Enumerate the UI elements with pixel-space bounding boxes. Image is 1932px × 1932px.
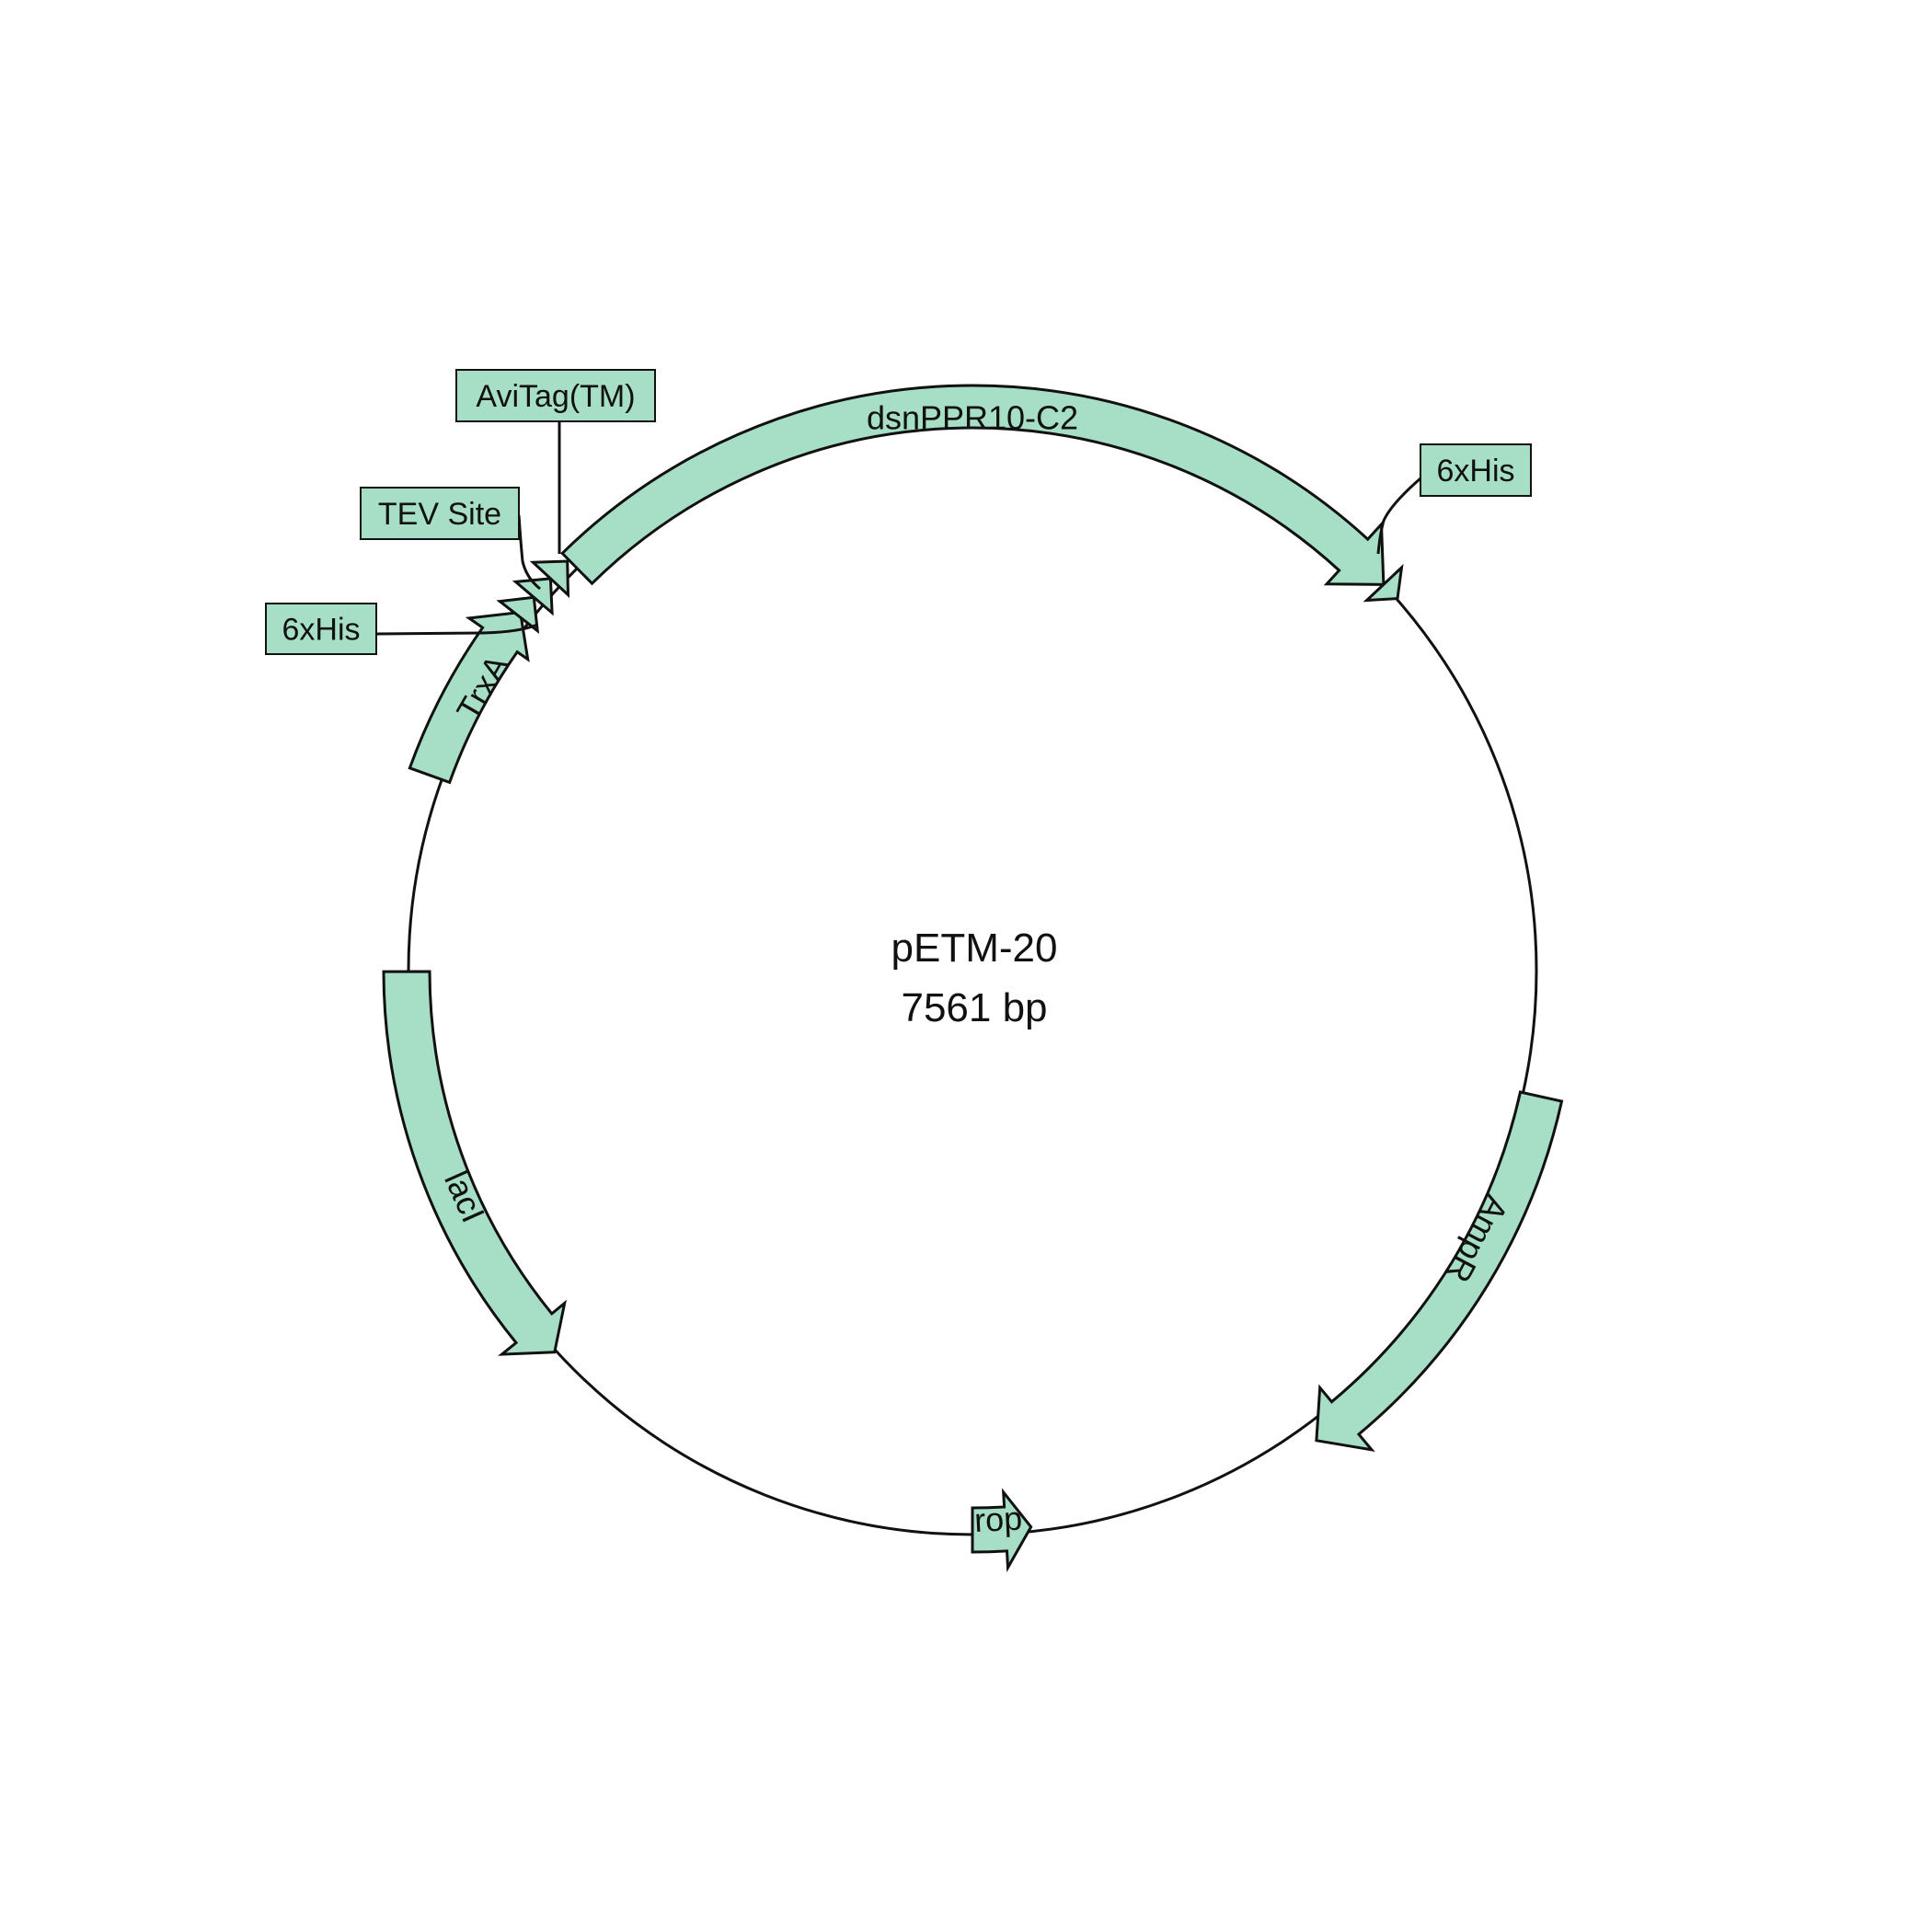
feature-trxa: TrxA — [408, 610, 530, 785]
feature-arrow-his-left — [496, 595, 540, 634]
feature-laci: lacI — [382, 970, 568, 1356]
label-text-his-right: 6xHis — [1436, 454, 1514, 489]
feature-ampr: AmpR — [1315, 1090, 1564, 1453]
feature-dsnppr10: dsnPPR10-C2 — [560, 384, 1386, 586]
feature-arrow-ampr — [1315, 1090, 1564, 1453]
feature-arrow-his-right — [1363, 563, 1404, 603]
label-text-avitag: AviTag(TM) — [476, 379, 635, 414]
feature-label-rop: rop — [973, 1500, 1023, 1539]
label-box-tev — [360, 487, 520, 540]
feature-avitag — [529, 559, 570, 599]
feature-arrow-rop — [971, 1488, 1033, 1573]
callout-tev: TEV Site — [360, 487, 541, 591]
label-text-tev: TEV Site — [378, 497, 501, 532]
label-text-his-left: 6xHis — [282, 613, 360, 648]
label-box-his-left — [265, 603, 377, 655]
feature-his-right — [1363, 563, 1404, 603]
label-box-his-right — [1420, 443, 1532, 497]
plasmid-size: 7561 bp — [901, 985, 1047, 1030]
feature-his-left — [496, 595, 540, 634]
callout-avitag: AviTag(TM) — [455, 369, 656, 554]
feature-arrow-laci — [382, 970, 568, 1356]
leader-line-his-right — [1376, 477, 1421, 555]
plasmid-name: pETM-20 — [891, 926, 1058, 971]
callout-his-left: 6xHis — [265, 603, 538, 655]
leader-line-his-left — [376, 623, 538, 636]
label-box-avitag — [455, 369, 656, 422]
feature-label-dsnppr10: dsnPPR10-C2 — [867, 399, 1078, 437]
feature-rop: rop — [971, 1488, 1033, 1573]
feature-arrow-avitag — [529, 559, 570, 599]
callout-his-right: 6xHis — [1376, 443, 1532, 555]
leader-line-tev — [517, 514, 541, 591]
